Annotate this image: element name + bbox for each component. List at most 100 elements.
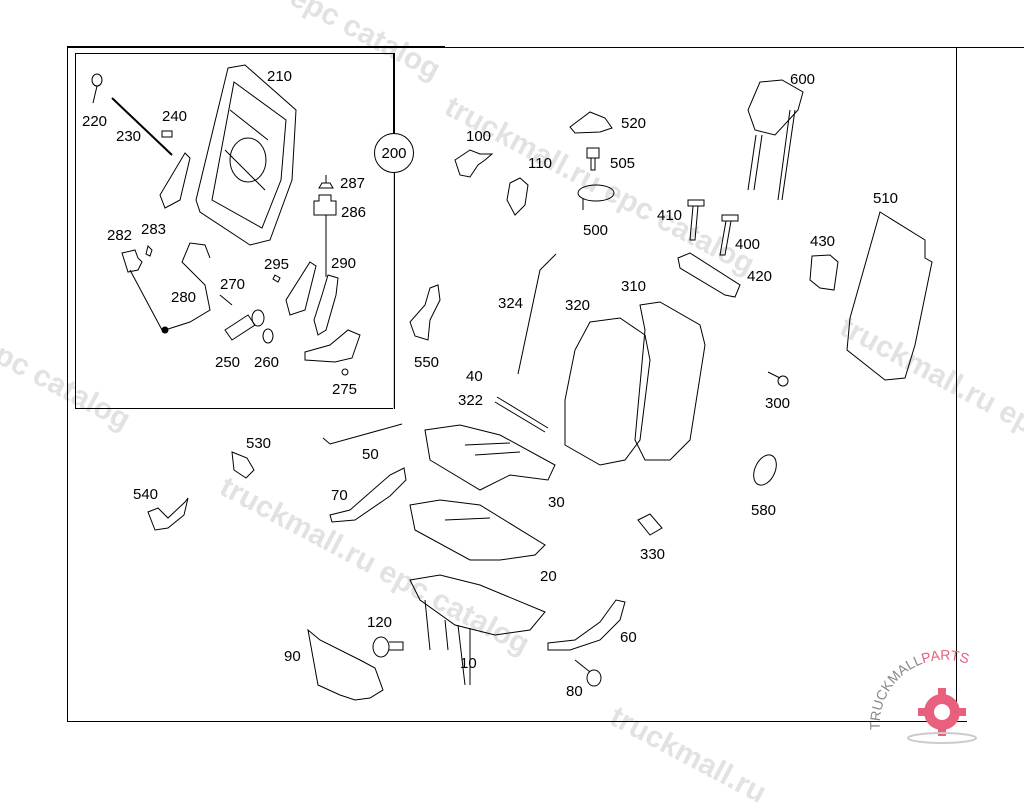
- part-label-220[interactable]: 220: [82, 113, 108, 130]
- part-282-cover[interactable]: [121, 249, 163, 331]
- part-540-bracket[interactable]: [147, 497, 189, 531]
- part-600-headrest[interactable]: [747, 79, 804, 201]
- part-label-310[interactable]: 310: [621, 278, 647, 295]
- part-label-540[interactable]: 540: [133, 486, 159, 503]
- group-callout-200[interactable]: 200: [374, 133, 414, 173]
- part-label-60[interactable]: 60: [620, 629, 637, 646]
- part-label-210[interactable]: 210: [267, 68, 293, 85]
- part-label-280[interactable]: 280: [171, 289, 197, 306]
- part-90-trim[interactable]: [307, 628, 384, 701]
- part-label-420[interactable]: 420: [747, 268, 773, 285]
- part-label-20[interactable]: 20: [540, 568, 557, 585]
- truckmall-parts-logo: TRUCKMALLPARTS: [867, 650, 977, 744]
- part-580-cap[interactable]: [749, 451, 781, 488]
- part-label-580[interactable]: 580: [751, 502, 777, 519]
- part-label-10[interactable]: 10: [460, 655, 477, 672]
- part-label-287[interactable]: 287: [340, 175, 366, 192]
- part-label-283[interactable]: 283: [141, 221, 167, 238]
- part-30-seat-cover[interactable]: [424, 424, 556, 491]
- part-label-600[interactable]: 600: [790, 71, 816, 88]
- part-label-520[interactable]: 520: [621, 115, 647, 132]
- assembly-inset-frame: [75, 53, 395, 409]
- part-label-505[interactable]: 505: [610, 155, 636, 172]
- part-label-320[interactable]: 320: [565, 297, 591, 314]
- gear-icon: [918, 688, 966, 736]
- part-510-back-panel[interactable]: [846, 211, 933, 381]
- part-120-bolt[interactable]: [372, 636, 404, 658]
- frame-border: [67, 46, 68, 722]
- part-20-seat-cushion[interactable]: [409, 499, 546, 561]
- part-label-550[interactable]: 550: [414, 354, 440, 371]
- part-label-80[interactable]: 80: [566, 683, 583, 700]
- part-286-cover[interactable]: [313, 194, 337, 277]
- part-label-100[interactable]: 100: [466, 128, 492, 145]
- part-550-bracket[interactable]: [409, 284, 441, 341]
- part-label-250[interactable]: 250: [215, 354, 241, 371]
- callout-leader: [393, 171, 394, 409]
- part-260-clamp[interactable]: [262, 328, 274, 344]
- part-283-clip[interactable]: [145, 245, 153, 257]
- part-label-230[interactable]: 230: [116, 128, 142, 145]
- part-label-286[interactable]: 286: [341, 204, 367, 221]
- part-label-295[interactable]: 295: [264, 256, 290, 273]
- part-110-cover[interactable]: [506, 177, 529, 216]
- part-label-510[interactable]: 510: [873, 190, 899, 207]
- part-label-30[interactable]: 30: [548, 494, 565, 511]
- part-300-screw[interactable]: [767, 371, 789, 387]
- part-324-wire[interactable]: [517, 253, 557, 375]
- part-60-bracket[interactable]: [547, 599, 626, 651]
- part-label-324[interactable]: 324: [498, 295, 524, 312]
- part-label-322[interactable]: 322: [458, 392, 484, 409]
- part-label-110[interactable]: 110: [528, 155, 552, 172]
- part-label-40[interactable]: 40: [466, 368, 483, 385]
- part-430-switch[interactable]: [809, 254, 839, 291]
- part-label-300[interactable]: 300: [765, 395, 791, 412]
- part-420-trim[interactable]: [677, 252, 741, 298]
- part-290-mechanism[interactable]: [313, 274, 339, 336]
- part-250-motor[interactable]: [224, 309, 265, 341]
- part-label-70[interactable]: 70: [331, 487, 348, 504]
- part-410-guide[interactable]: [687, 199, 705, 241]
- part-240-screw[interactable]: [161, 130, 173, 138]
- part-label-90[interactable]: 90: [284, 648, 301, 665]
- part-recliner-plate[interactable]: [285, 261, 317, 316]
- part-330-clip[interactable]: [637, 513, 663, 536]
- part-230-rod[interactable]: [111, 97, 173, 156]
- part-label-240[interactable]: 240: [162, 108, 188, 125]
- part-80-bolt[interactable]: [574, 659, 602, 687]
- part-210-backrest-frame[interactable]: [195, 64, 297, 246]
- part-10-seat-frame[interactable]: [409, 574, 546, 686]
- part-100-trim[interactable]: [454, 149, 494, 178]
- part-hinge-plate[interactable]: [159, 152, 191, 209]
- part-label-260[interactable]: 260: [254, 354, 280, 371]
- part-label-530[interactable]: 530: [246, 435, 272, 452]
- part-label-330[interactable]: 330: [640, 546, 666, 563]
- part-320-cushion[interactable]: [564, 317, 651, 466]
- part-310-cover[interactable]: [634, 301, 706, 461]
- frame-border: [445, 47, 1024, 48]
- part-label-400[interactable]: 400: [735, 236, 761, 253]
- part-505-bolt[interactable]: [586, 147, 600, 171]
- part-70-bracket[interactable]: [329, 467, 407, 523]
- part-322-rod[interactable]: [494, 396, 549, 433]
- part-287-cap[interactable]: [318, 175, 334, 189]
- part-520-cover[interactable]: [569, 111, 613, 134]
- part-label-410[interactable]: 410: [657, 207, 683, 224]
- part-label-430[interactable]: 430: [810, 233, 836, 250]
- part-295-screw[interactable]: [272, 274, 281, 283]
- part-label-270[interactable]: 270: [220, 276, 246, 293]
- part-275-bracket[interactable]: [304, 329, 361, 376]
- part-280-cable[interactable]: [161, 242, 211, 334]
- part-50-wire[interactable]: [322, 423, 403, 445]
- part-270-pin[interactable]: [219, 294, 233, 306]
- part-530-clip[interactable]: [231, 451, 255, 479]
- part-label-275[interactable]: 275: [332, 381, 358, 398]
- part-label-120[interactable]: 120: [367, 614, 393, 631]
- part-label-50[interactable]: 50: [362, 446, 379, 463]
- part-400-guide[interactable]: [719, 214, 739, 256]
- part-label-282[interactable]: 282: [107, 227, 133, 244]
- part-label-500[interactable]: 500: [583, 222, 609, 239]
- part-label-290[interactable]: 290: [331, 255, 357, 272]
- part-500-plate[interactable]: [577, 184, 615, 210]
- part-220-knob[interactable]: [91, 73, 103, 104]
